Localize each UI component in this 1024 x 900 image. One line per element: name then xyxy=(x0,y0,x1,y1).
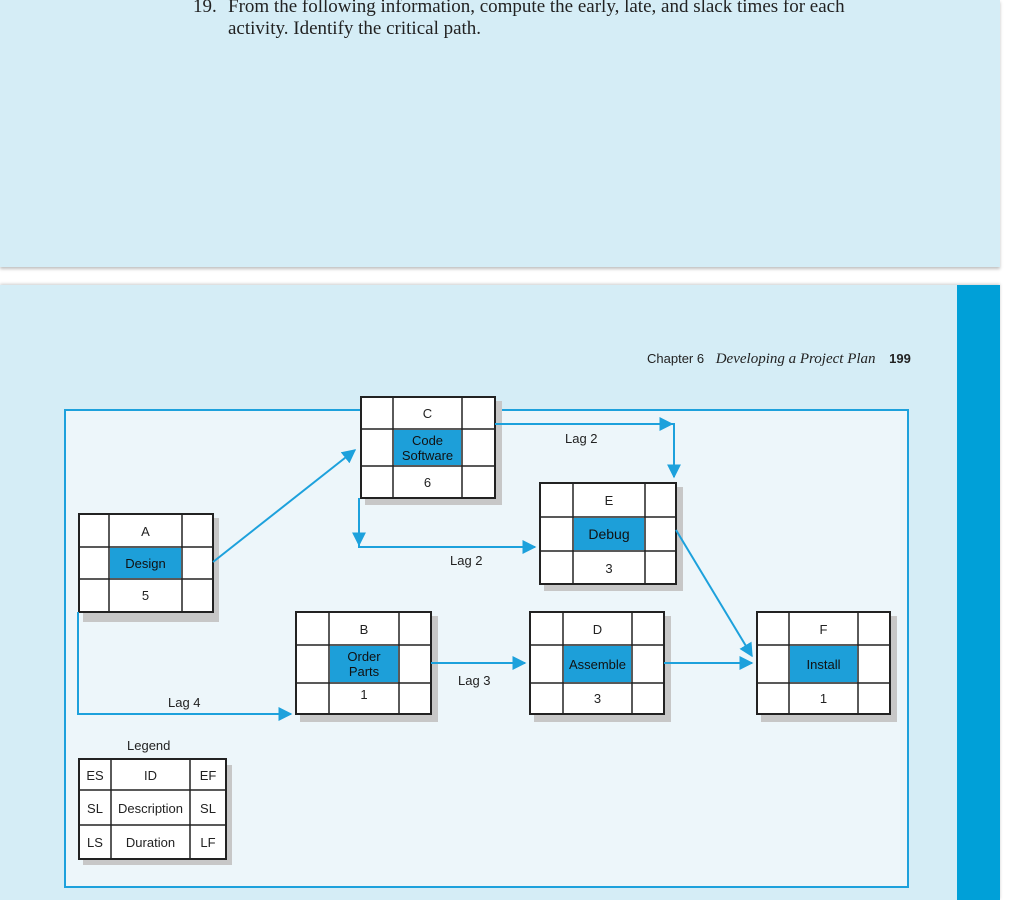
node-c-description: Code Software xyxy=(394,430,461,465)
arrow-e-to-f xyxy=(675,529,753,658)
running-head: Chapter 6 Developing a Project Plan 199 xyxy=(647,351,911,368)
legend-description: Description xyxy=(117,800,184,816)
node-d-id: D xyxy=(592,621,603,637)
node-e-duration: 3 xyxy=(605,560,613,576)
legend-box xyxy=(78,758,232,865)
node-a-duration: 5 xyxy=(141,588,150,603)
node-a-description: Design xyxy=(125,555,166,571)
node-e-id: E xyxy=(604,493,614,508)
node-f-duration: 1 xyxy=(819,690,828,706)
legend-id: ID xyxy=(144,767,157,783)
lag-label-a-to-b: Lag 4 xyxy=(168,695,201,710)
upper-page: 19. From the following information, comp… xyxy=(0,0,1000,267)
node-c-desc-line2: Software xyxy=(401,447,454,463)
page-number: 199 xyxy=(889,351,911,366)
legend-sl-left: SL xyxy=(87,800,103,816)
legend-sl-right: SL xyxy=(200,800,216,816)
node-a-id: A xyxy=(141,523,150,539)
node-f-id: F xyxy=(819,621,828,637)
node-c-box xyxy=(360,396,502,505)
legend-ls: LS xyxy=(87,834,103,850)
node-b-id: B xyxy=(359,621,369,637)
node-c-desc-line1: Code xyxy=(411,432,444,448)
arrow-c-to-e-start xyxy=(358,498,537,554)
node-e-box xyxy=(539,482,683,591)
node-a-box xyxy=(78,513,219,622)
node-b-duration: 1 xyxy=(360,687,368,702)
arrow-a-to-c xyxy=(212,449,357,563)
node-d-duration: 3 xyxy=(593,690,602,706)
node-d-box xyxy=(529,611,671,722)
node-c-id: C xyxy=(422,406,433,421)
node-f-description: Install xyxy=(806,656,841,672)
node-b-description: Order Parts xyxy=(330,646,398,682)
chapter-label: Chapter 6 xyxy=(647,351,705,366)
problem-number: 19. xyxy=(193,0,217,17)
node-b-box xyxy=(295,611,438,722)
legend-lf: LF xyxy=(200,834,216,850)
node-b-desc-line1: Order xyxy=(347,649,381,664)
lag-label-b-to-d: Lag 3 xyxy=(458,673,491,688)
lag-label-c-to-e-start: Lag 2 xyxy=(450,553,483,568)
lag-label-c-to-e: Lag 2 xyxy=(565,431,598,446)
legend-duration: Duration xyxy=(125,834,176,850)
legend-title: Legend xyxy=(127,738,171,753)
node-d-description: Assemble xyxy=(568,656,627,672)
arrow-a-to-b xyxy=(77,612,293,721)
node-e-description: Debug xyxy=(588,525,630,542)
node-b-desc-line2: Parts xyxy=(348,664,380,679)
page-edge-bar xyxy=(957,285,1000,900)
chapter-title: Developing a Project Plan xyxy=(715,351,876,367)
legend-es: ES xyxy=(86,767,104,783)
legend-ef: EF xyxy=(199,767,217,783)
problem-text: From the following information, compute … xyxy=(228,0,845,39)
node-f-box xyxy=(756,611,897,722)
node-c-duration: 6 xyxy=(423,475,432,490)
